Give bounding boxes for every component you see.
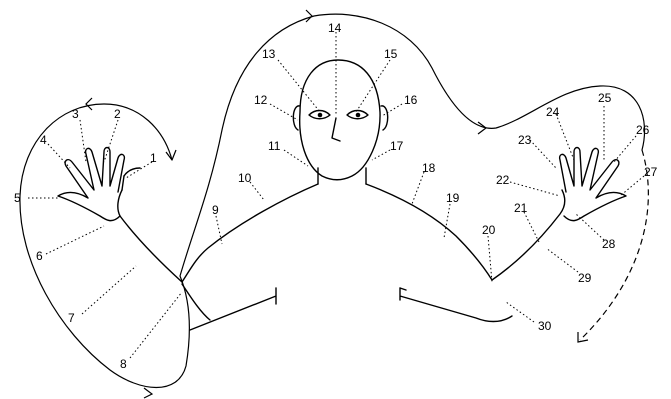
meridian-path bbox=[20, 10, 648, 398]
point-label-16: 16 bbox=[404, 93, 418, 107]
point-label-25: 25 bbox=[598, 91, 612, 105]
nose bbox=[332, 118, 340, 141]
point-label-7: 7 bbox=[68, 311, 75, 325]
point-label-4: 4 bbox=[40, 133, 47, 147]
point-label-2: 2 bbox=[114, 107, 121, 121]
right-arm-lower bbox=[492, 190, 565, 280]
point-label-10: 10 bbox=[238, 171, 252, 185]
point-label-26: 26 bbox=[636, 123, 650, 137]
point-label-27: 27 bbox=[644, 165, 658, 179]
point-label-28: 28 bbox=[602, 237, 616, 251]
point-label-21: 21 bbox=[514, 201, 528, 215]
left-hand bbox=[58, 148, 140, 221]
point-label-13: 13 bbox=[262, 47, 276, 61]
point-label-8: 8 bbox=[120, 357, 127, 371]
right-torso bbox=[400, 288, 512, 322]
point-label-17: 17 bbox=[390, 139, 404, 153]
point-label-29: 29 bbox=[578, 271, 592, 285]
point-label-20: 20 bbox=[482, 223, 496, 237]
point-label-1: 1 bbox=[150, 151, 157, 165]
left-pupil bbox=[318, 113, 323, 118]
point-label-6: 6 bbox=[36, 249, 43, 263]
left-arm-upper bbox=[182, 184, 318, 282]
left-arm-lower bbox=[118, 190, 182, 282]
arrow-head-top-icon bbox=[306, 10, 312, 22]
point-label-15: 15 bbox=[384, 47, 398, 61]
right-ear bbox=[381, 106, 388, 130]
right-pupil bbox=[356, 113, 361, 118]
right-arm-upper bbox=[366, 184, 492, 280]
point-label-19: 19 bbox=[446, 191, 460, 205]
head-outline bbox=[300, 60, 380, 180]
left-torso bbox=[182, 284, 276, 330]
point-label-22: 22 bbox=[496, 173, 510, 187]
point-label-11: 11 bbox=[268, 139, 281, 153]
left-forearm-inner bbox=[122, 176, 124, 190]
point-label-12: 12 bbox=[254, 93, 268, 107]
arrow-left-top-icon bbox=[86, 98, 92, 110]
point-label-3: 3 bbox=[72, 107, 79, 121]
point-label-5: 5 bbox=[14, 191, 21, 205]
right-hand bbox=[560, 148, 626, 221]
point-label-9: 9 bbox=[212, 203, 219, 217]
point-label-23: 23 bbox=[518, 133, 532, 147]
arrow-bottom-left-icon bbox=[144, 388, 152, 398]
body-outline bbox=[58, 60, 626, 330]
point-label-18: 18 bbox=[422, 161, 436, 175]
point-label-24: 24 bbox=[546, 105, 560, 119]
point-label-30: 30 bbox=[538, 319, 552, 333]
point-label-14: 14 bbox=[328, 21, 342, 35]
